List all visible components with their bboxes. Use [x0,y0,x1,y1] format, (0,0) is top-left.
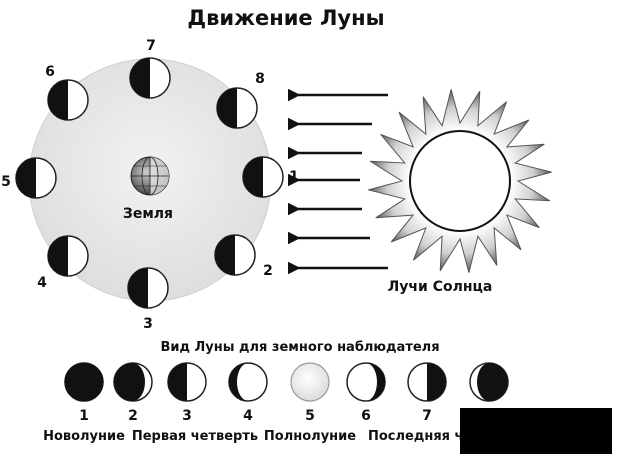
phase-name-new-moon: Новолуние [43,429,125,444]
phase-number-1: 1 [79,408,89,424]
orbit-moon-7 [129,57,171,99]
orbit-moon-3 [127,267,169,309]
orbit-number-5: 5 [1,174,11,190]
sun-icon [368,89,552,273]
sun-ray-arrows [288,88,388,275]
phase-7-last-quarter [407,362,447,402]
orbit-number-3: 3 [143,316,153,332]
phase-number-7: 7 [422,408,432,424]
orbit-moon-4 [47,235,89,277]
phase-name-full-moon: Полнолуние [264,429,356,444]
orbit-moon-6 [47,79,89,121]
phase-number-5: 5 [305,408,315,424]
orbit-number-6: 6 [45,64,55,80]
earth-globe [130,156,170,196]
orbit-moon-5 [15,157,57,199]
phase-3-first-quarter [167,362,207,402]
phase-number-6: 6 [361,408,371,424]
orbit-moon-8 [216,87,258,129]
phase-6-waning-gibbous [346,362,386,402]
orbit-number-7: 7 [146,38,156,54]
phase-name-first-quarter: Первая четверть [132,429,258,444]
phase-8-waning-crescent [469,362,509,402]
orbit-number-1: 1 [289,169,299,185]
orbit-number-2: 2 [263,263,273,279]
phase-4-waxing-gibbous [228,362,268,402]
phase-number-3: 3 [182,408,192,424]
orbit-number-4: 4 [37,275,47,291]
phase-5-full-moon [290,362,330,402]
phase-1-new-moon [64,362,104,402]
phase-number-4: 4 [243,408,253,424]
view-title: Вид Луны для земного наблюдателя [160,340,439,355]
redaction-block [460,408,612,454]
diagram-title: Движение Луны [187,6,384,30]
orbit-moon-1 [242,156,284,198]
phase-name-last-quarter: Последняя че [368,429,472,444]
orbit-moon-2 [214,234,256,276]
orbit-number-8: 8 [255,71,265,87]
phase-2-waxing-crescent [113,362,153,402]
phase-number-2: 2 [128,408,138,424]
sun-rays-label: Лучи Солнца [388,279,493,295]
earth-label: Земля [123,206,173,222]
